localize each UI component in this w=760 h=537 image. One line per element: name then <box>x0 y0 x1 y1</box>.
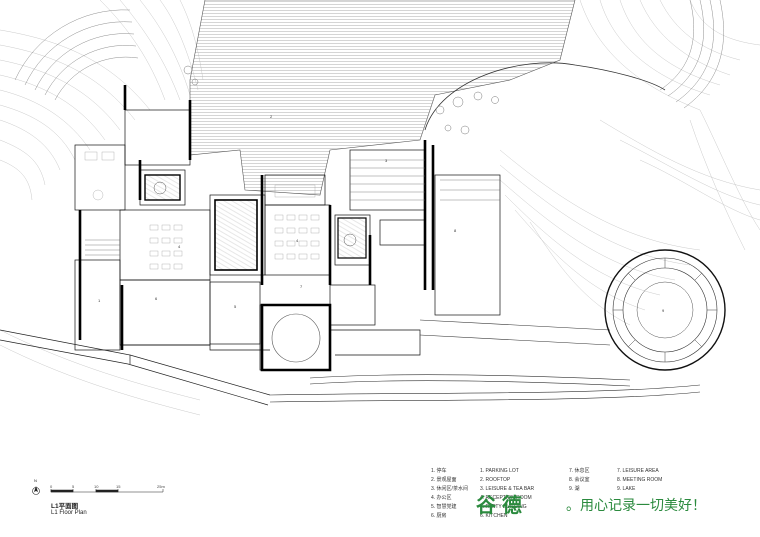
legend-item: 2. 景观屋面 <box>431 477 457 483</box>
legend-item: 3. LEISURE & TEA BAR <box>480 486 535 492</box>
scale-tick: 10 <box>94 484 99 489</box>
site-boundary <box>0 329 271 406</box>
scale-tick: 5 <box>72 484 75 489</box>
scale-tick: 0 <box>50 484 53 489</box>
legend-item: 9. LAKE <box>617 486 636 492</box>
legend-item: 1. PARKING LOT <box>480 468 519 474</box>
legend-item: 8. 会议室 <box>569 477 590 483</box>
garden-boundary <box>424 62 666 131</box>
legend-item: 7. 休息区 <box>569 468 590 474</box>
room-number: 2 <box>270 114 273 119</box>
legend-item: 3. 休闲区/茶水间 <box>431 486 468 492</box>
legend-item: 7. LEISURE AREA <box>617 468 659 474</box>
drawing-title-cn: L1平面图 <box>51 503 79 510</box>
amphitheatre-right <box>659 0 724 109</box>
room-number: 8 <box>454 228 457 233</box>
legend-item: 1. 停车 <box>431 468 447 474</box>
stairs <box>85 159 500 256</box>
scale-tick: 25m <box>157 484 165 489</box>
rooftop-hatch <box>189 0 576 196</box>
lake-walkway <box>269 319 701 403</box>
thick-walls <box>78 85 435 372</box>
courtyard-3 <box>337 217 367 259</box>
circular-pavilion <box>604 249 726 371</box>
room-number: 3 <box>385 158 388 163</box>
north-arrow-icon <box>32 486 40 495</box>
legend-item: 6. 厨房 <box>431 513 447 519</box>
room-number: 4 <box>296 238 299 243</box>
courtyard-1 <box>214 199 258 271</box>
trees <box>183 65 499 135</box>
scale-tick: 15 <box>116 484 121 489</box>
legend-item: 2. ROOFTOP <box>480 477 511 483</box>
party-building-circle <box>271 313 321 363</box>
scale-bar <box>50 489 164 493</box>
watermark-slogan: 。用心记录一切美好！ <box>566 498 706 514</box>
room-number: 1 <box>98 298 101 303</box>
room-number-labels: 1 2 3 4 4 5 6 7 8 9 <box>98 114 665 313</box>
planter-circle-2 <box>343 233 357 247</box>
courtyard-2 <box>144 174 181 201</box>
planter-circle-1 <box>153 181 167 195</box>
room-number: 6 <box>155 296 158 301</box>
room-number: 5 <box>234 304 237 309</box>
room-number: 4 <box>178 244 181 249</box>
legend-item: 6. KITCHEN <box>480 513 508 519</box>
legend-item: 5. PARTY BUILDING <box>480 504 527 510</box>
legend-item: 4. RECEPTION ROOM <box>480 495 532 501</box>
room-number: 9 <box>662 308 665 313</box>
legend-item: 4. 办公区 <box>431 495 452 501</box>
room-number: 7 <box>300 284 303 289</box>
amphitheatre-left <box>14 9 139 101</box>
legend-item: 5. 智慧党建 <box>431 504 457 510</box>
legend-item: 9. 湖 <box>569 486 580 492</box>
furniture <box>84 151 320 270</box>
drawing-title-en: L1 Floor Plan <box>51 510 87 516</box>
legend-item: 8. MEETING ROOM <box>617 477 663 483</box>
watermark-brand: 谷德 <box>476 493 528 517</box>
north-label: N <box>34 478 37 483</box>
